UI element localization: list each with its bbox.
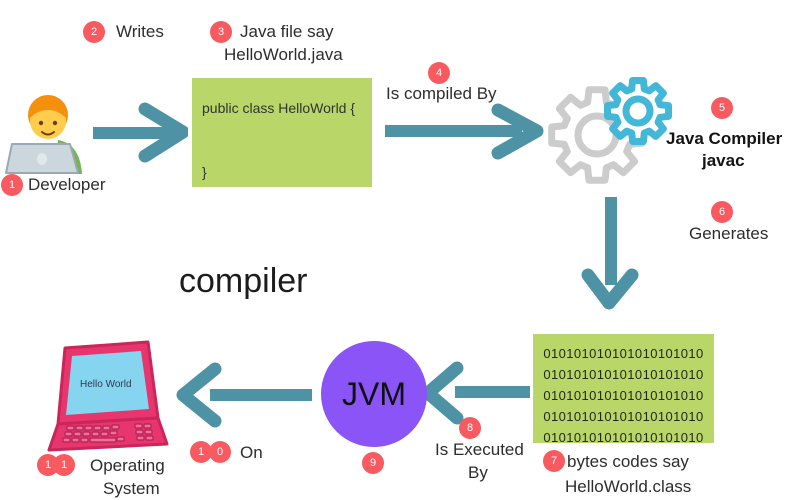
arrow-developer-to-code-icon [93,102,188,163]
writes-label: Writes [116,22,164,41]
code-line-2: } [202,164,207,180]
step-badge-10-digit-1: 1 [190,441,212,463]
java-file-label-line2: HelloWorld.java [224,45,343,64]
is-executed-label-line1: Is Executed [435,440,524,459]
compiler-title: compiler [179,262,308,300]
java-source-code-box: public class HelloWorld { } [192,78,372,187]
generates-label: Generates [689,224,769,243]
step-badge-8: 8 [459,417,481,439]
arrow-jvm-to-os-icon [176,362,312,428]
bytecode-box: 010101010101010101010 010101010101010101… [533,334,714,445]
is-compiled-by-label: Is compiled By [386,84,497,103]
step-badge-9: 9 [362,452,384,474]
bytecode-line: 010101010101010101010 [543,409,704,424]
step-badge-10-digit-0: 0 [209,441,231,463]
step-badge-1: 1 [1,174,23,196]
on-label: On [240,443,263,462]
arrow-compiler-to-bytecode-icon [581,197,639,310]
bytecode-line: 010101010101010101010 [543,430,704,445]
step-badge-7: 7 [543,450,565,472]
operating-system-label-line1: Operating [90,456,165,475]
bytecode-line: 010101010101010101010 [543,367,704,382]
bytecode-line: 010101010101010101010 [543,346,704,361]
keyboard-keys [62,423,154,443]
code-line-1: public class HelloWorld { [202,100,356,116]
java-compiler-label-line1: Java Compiler [666,129,783,148]
java-file-label-line1: Java file say [240,22,334,41]
jvm-label: JVM [342,375,406,412]
arrow-code-to-compiler-icon [385,103,544,160]
byte-codes-label-line1: bytes codes say [567,452,689,471]
java-compiler-gears-icon [548,77,672,184]
step-badge-3: 3 [210,21,232,43]
os-screen-text: Hello World [80,379,132,390]
jvm-circle: JVM [321,341,427,447]
step-badge-2: 2 [83,21,105,43]
byte-codes-label-line2: HelloWorld.class [565,477,692,496]
developer-label: Developer [28,175,106,194]
operating-system-laptop-icon: Hello World [47,340,169,452]
java-compiler-label-line2: javac [702,151,745,170]
step-badge-11-digit-b: 1 [53,454,75,476]
arrow-bytecode-to-jvm-icon [421,361,530,425]
developer-man-technologist-icon [5,95,82,174]
step-badge-6: 6 [711,201,733,223]
is-executed-label-line2: By [468,463,488,482]
step-badge-5: 5 [711,97,733,119]
step-badge-4: 4 [428,62,450,84]
bytecode-line: 010101010101010101010 [543,388,704,403]
operating-system-label-line2: System [103,479,160,498]
